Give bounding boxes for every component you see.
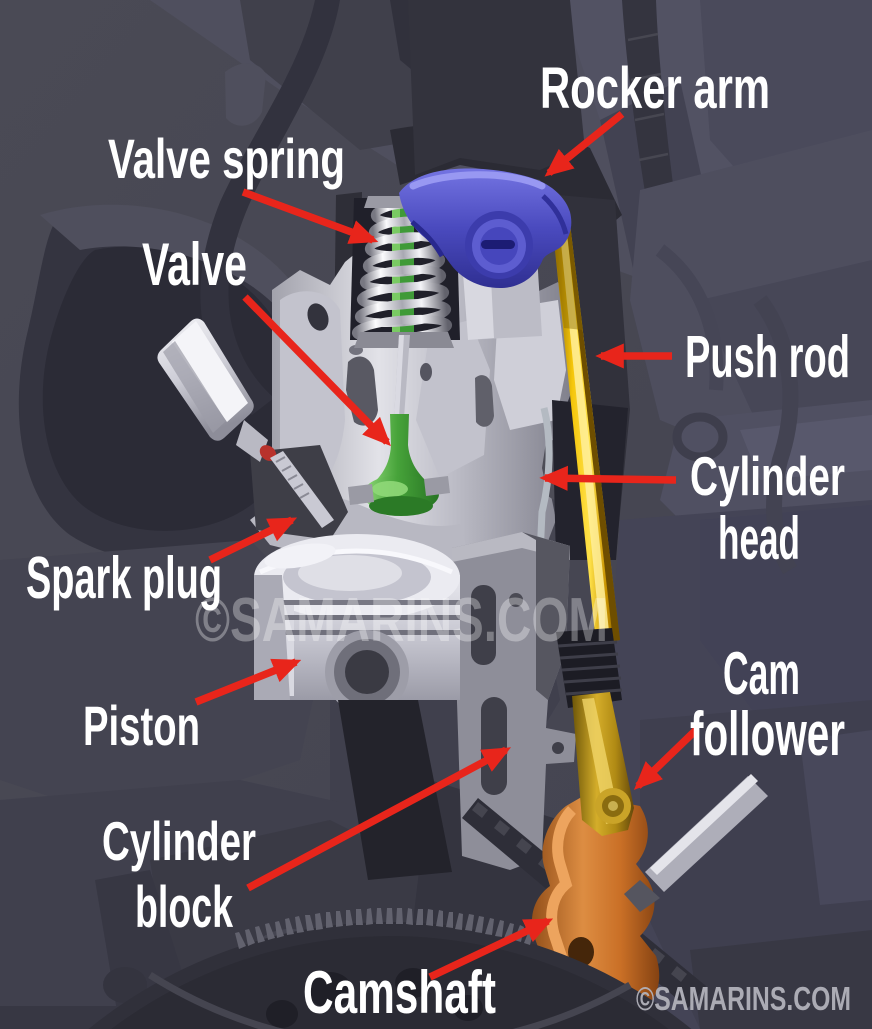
svg-text:Rocker arm: Rocker arm <box>540 56 770 121</box>
svg-text:©SAMARINS.COM: ©SAMARINS.COM <box>195 586 608 655</box>
svg-text:Camshaft: Camshaft <box>303 959 496 1026</box>
svg-text:Valve spring: Valve spring <box>108 127 345 190</box>
svg-text:block: block <box>135 875 233 940</box>
svg-text:Cylinder: Cylinder <box>690 445 845 507</box>
svg-text:head: head <box>718 505 800 572</box>
svg-text:©SAMARINS.COM: ©SAMARINS.COM <box>636 980 851 1017</box>
svg-text:Push rod: Push rod <box>685 324 850 390</box>
svg-text:Spark plug: Spark plug <box>26 545 222 611</box>
svg-text:follower: follower <box>690 700 845 769</box>
svg-text:Piston: Piston <box>83 694 200 757</box>
svg-text:Cylinder: Cylinder <box>102 810 256 872</box>
svg-text:Cam: Cam <box>723 640 800 707</box>
svg-text:Valve: Valve <box>142 231 247 298</box>
